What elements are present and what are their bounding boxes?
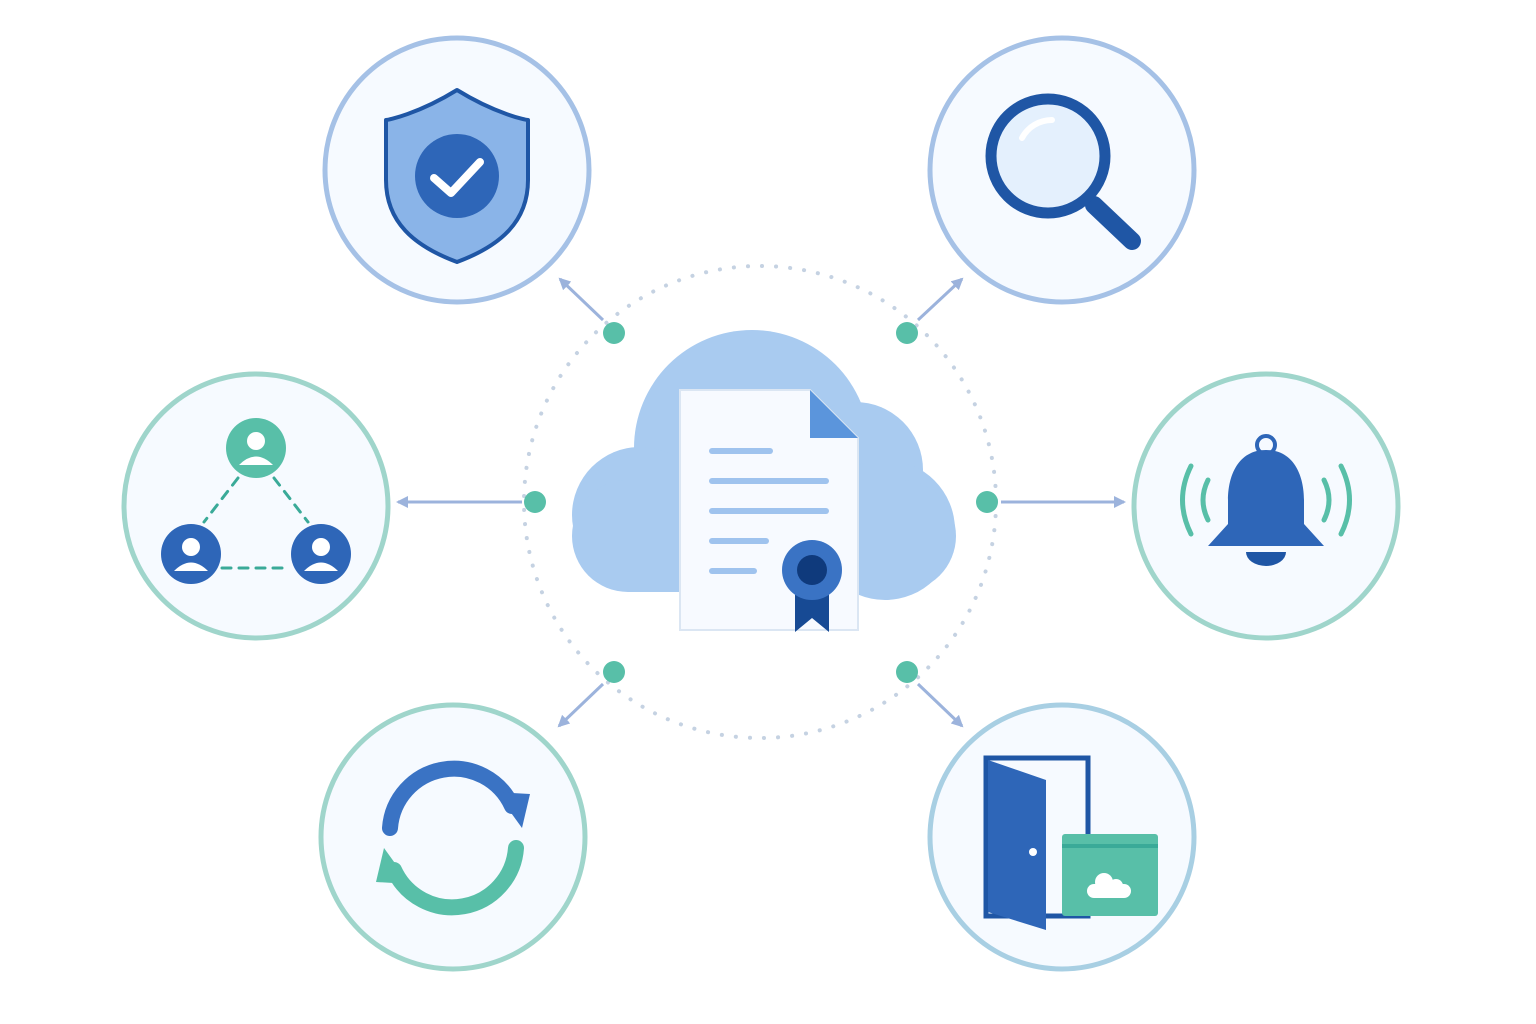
- user-avatar-icon: [226, 418, 286, 478]
- node-notifications: [1131, 371, 1401, 641]
- magnifier-icon: [985, 93, 1141, 250]
- bell-ringing-icon: [1180, 434, 1352, 566]
- node-security: [322, 35, 592, 305]
- node-ring: [121, 371, 391, 641]
- hub-cloud-document: [572, 330, 956, 632]
- refresh-sync-icon: [376, 760, 530, 916]
- door-cloud-box-icon: [983, 755, 1158, 930]
- connector-notifications: [976, 491, 1126, 513]
- node-search: [927, 35, 1197, 305]
- user-avatar-icon: [161, 524, 221, 584]
- connector-security: [558, 277, 625, 344]
- user-network-icon: [161, 418, 351, 584]
- shield-check-icon: [384, 88, 530, 264]
- certificate-document-icon: [679, 389, 859, 632]
- node-ring: [318, 702, 588, 972]
- connector-search: [896, 277, 964, 344]
- connectors: [396, 277, 1126, 728]
- node-collaboration: [121, 371, 391, 641]
- connector-collaboration: [396, 491, 546, 513]
- node-access: [927, 702, 1197, 972]
- cloud-box-icon: [1062, 834, 1158, 916]
- node-sync: [318, 702, 588, 972]
- user-avatar-icon: [291, 524, 351, 584]
- award-seal-icon: [782, 540, 842, 632]
- connector-access: [896, 661, 964, 728]
- connector-sync: [557, 661, 625, 728]
